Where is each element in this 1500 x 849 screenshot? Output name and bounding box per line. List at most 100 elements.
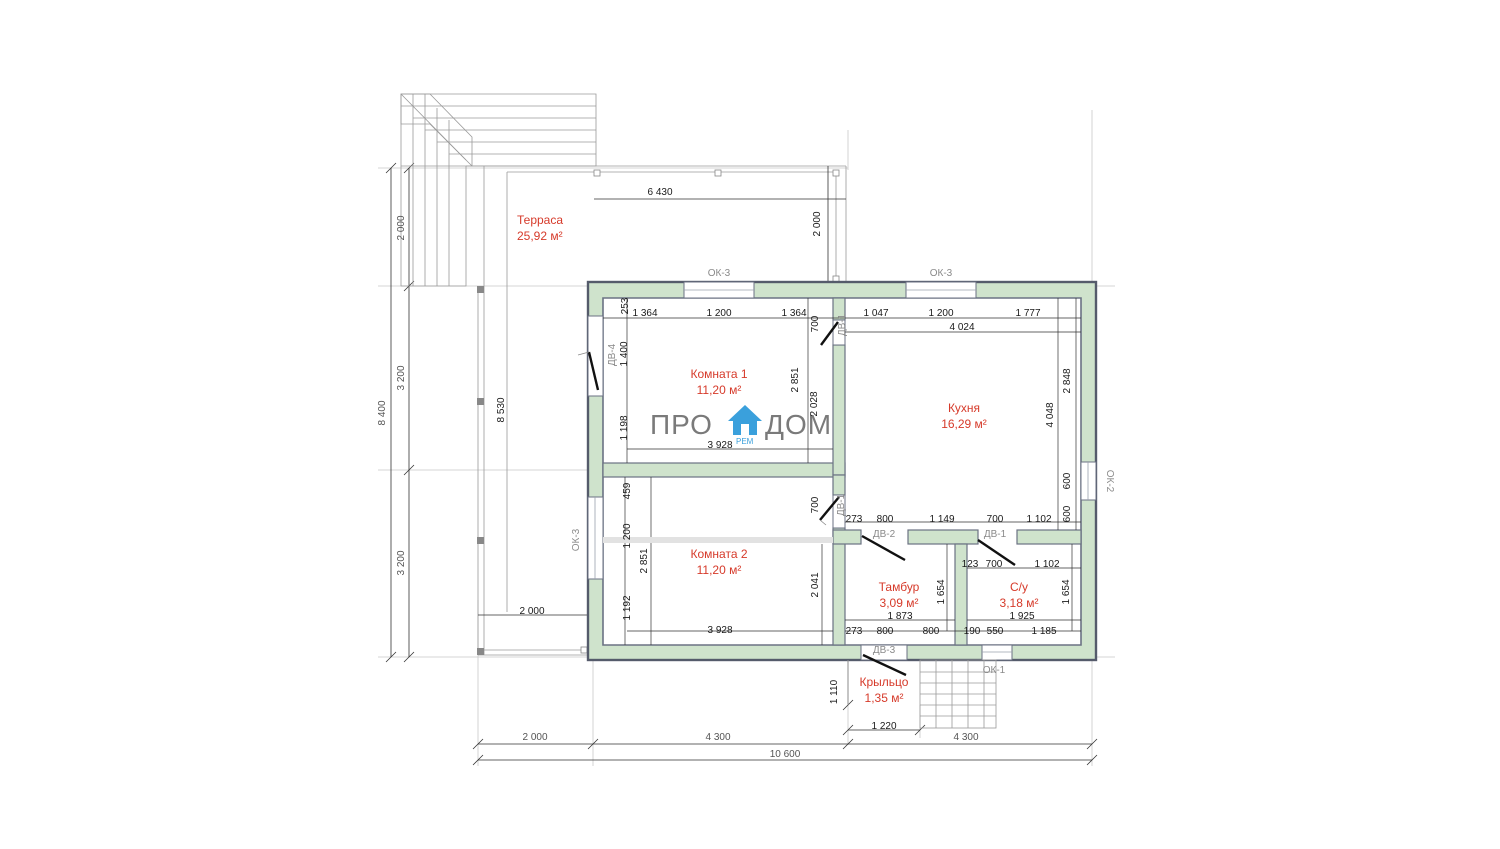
dimension-labels: 6 430 2 000 8 530 2 000 2 000 3 200 3 20…	[377, 187, 1073, 760]
terrace-dim-lines	[478, 166, 846, 616]
dim-r1-door: 700	[810, 315, 821, 332]
passage-strip	[603, 537, 833, 543]
mark-dv3: ДВ-3	[873, 645, 896, 656]
dim-terrace-depth: 2 000	[812, 211, 823, 236]
house-icon	[728, 405, 762, 435]
dim-r2-c: 1 192	[622, 595, 633, 620]
dim-r1-pier: 253	[620, 297, 631, 314]
dim-k-h: 2 848	[1062, 368, 1073, 393]
dim-r2-door: 700	[810, 496, 821, 513]
mark-dv2: ДВ-2	[873, 529, 896, 540]
room-labels: Терраса 25,92 м² Комната 1 11,20 м² Комн…	[517, 213, 1038, 705]
dim-r1-win: 1 400	[619, 341, 630, 366]
dim-r2-h2: 2 041	[810, 572, 821, 597]
dim-r2-h: 2 851	[639, 548, 650, 573]
dim-bot-c: 800	[923, 626, 940, 637]
mark-dv1-wc: ДВ-1	[984, 529, 1007, 540]
dim-terrace-height: 8 530	[496, 397, 507, 422]
dim-base-b: 4 300	[705, 732, 730, 743]
dim-mid-e: 1 102	[1026, 514, 1051, 525]
dim-base-total: 10 600	[770, 749, 801, 760]
mark-dv1-top: ДВ-1	[837, 313, 848, 336]
wc-name: С/у	[1010, 580, 1028, 594]
dim-r2-b: 1 200	[622, 523, 633, 548]
dim-k-h2: 4 048	[1045, 402, 1056, 427]
door-frames	[577, 351, 827, 526]
room2-area: 11,20 м²	[697, 563, 742, 577]
dim-r1-a: 1 364	[632, 308, 657, 319]
brand-left: ПРО	[650, 409, 713, 440]
terrace-name: Терраса	[517, 213, 563, 227]
dim-r1-c: 1 364	[781, 308, 806, 319]
dim-bot-a: 273	[846, 626, 863, 637]
dim-porch-w: 1 220	[871, 721, 896, 732]
vestibule-area: 3,09 м²	[880, 596, 919, 610]
dim-bot-f: 1 185	[1031, 626, 1056, 637]
opening-marks: ОК-3 ОК-3 ОК-3 ОК-2 ОК-1 ДВ-4 ДВ-1 ДВ-1 …	[571, 268, 1115, 676]
mark-ok3-top-left: ОК-3	[708, 268, 731, 279]
left-dimension-chain	[385, 162, 415, 663]
dim-k-pier: 600	[1062, 505, 1073, 522]
dim-base-c: 4 300	[953, 732, 978, 743]
dim-r2-a: 459	[622, 482, 633, 499]
dim-terrace-len: 6 430	[647, 187, 672, 198]
dim-wc-w: 1 925	[1009, 611, 1034, 622]
dim-left-b: 3 200	[396, 365, 407, 390]
dim-wc-h: 1 654	[1061, 579, 1072, 604]
dim-base-a: 2 000	[522, 732, 547, 743]
dim-k-b: 1 200	[928, 308, 953, 319]
dim-porch-h: 1 110	[829, 679, 840, 704]
room1-area: 11,20 м²	[697, 383, 742, 397]
dim-mid-b: 800	[877, 514, 894, 525]
dim-bot-b: 800	[877, 626, 894, 637]
vestibule-name: Тамбур	[879, 580, 920, 594]
dim-wc-c: 1 102	[1034, 559, 1059, 570]
porch-name: Крыльцо	[860, 675, 909, 689]
dim-r1-w: 3 928	[707, 440, 732, 451]
dim-mid-c: 1 149	[929, 514, 954, 525]
openings	[587, 281, 1097, 661]
dim-bot-d: 190	[964, 626, 981, 637]
dim-r1-h: 2 851	[790, 367, 801, 392]
kitchen-name: Кухня	[948, 401, 980, 415]
dim-left-total: 8 400	[377, 400, 388, 425]
door-swings	[587, 321, 1016, 677]
dim-r1-h2: 2 028	[809, 391, 820, 416]
dim-k-a: 1 047	[863, 308, 888, 319]
terrace-area: 25,92 м²	[517, 229, 563, 243]
mark-ok3-left: ОК-3	[571, 528, 582, 551]
window-glass-lines	[594, 289, 1089, 653]
brand-logo: ПРО РЕМ ДОМ	[650, 405, 831, 446]
dim-t-w: 1 873	[887, 611, 912, 622]
interior-dim-lines	[603, 298, 1081, 645]
wc-area: 3,18 м²	[1000, 596, 1039, 610]
dim-mid-d: 700	[987, 514, 1004, 525]
porch-area: 1,35 м²	[865, 691, 904, 705]
mark-ok2: ОК-2	[1104, 470, 1115, 493]
dim-wc-a: 123	[962, 559, 979, 570]
dim-k-win: 600	[1062, 472, 1073, 489]
dim-r1-low: 1 198	[619, 415, 630, 440]
dim-terrace-bottom: 2 000	[519, 606, 544, 617]
mark-dv4: ДВ-4	[607, 343, 618, 366]
mark-ok1: ОК-1	[983, 665, 1006, 676]
dim-r1-b: 1 200	[706, 308, 731, 319]
terrace	[400, 93, 847, 656]
dim-bot-e: 550	[987, 626, 1004, 637]
brand-sub: РЕМ	[736, 437, 754, 446]
dim-k-w: 4 024	[949, 322, 974, 333]
dim-t-h: 1 654	[936, 579, 947, 604]
room2-name: Комната 2	[691, 547, 748, 561]
mark-dv1-mid: ДВ-1	[836, 493, 847, 516]
dim-left-a: 2 000	[396, 215, 407, 240]
dim-mid-a: 273	[846, 514, 863, 525]
porch-stairs	[847, 659, 997, 729]
dim-wc-b: 700	[986, 559, 1003, 570]
mark-ok3-top-right: ОК-3	[930, 268, 953, 279]
dim-r2-w: 3 928	[707, 625, 732, 636]
kitchen-area: 16,29 м²	[941, 417, 987, 431]
dim-k-c: 1 777	[1015, 308, 1040, 319]
terrace-posts	[477, 286, 484, 655]
room1-name: Комната 1	[691, 367, 748, 381]
